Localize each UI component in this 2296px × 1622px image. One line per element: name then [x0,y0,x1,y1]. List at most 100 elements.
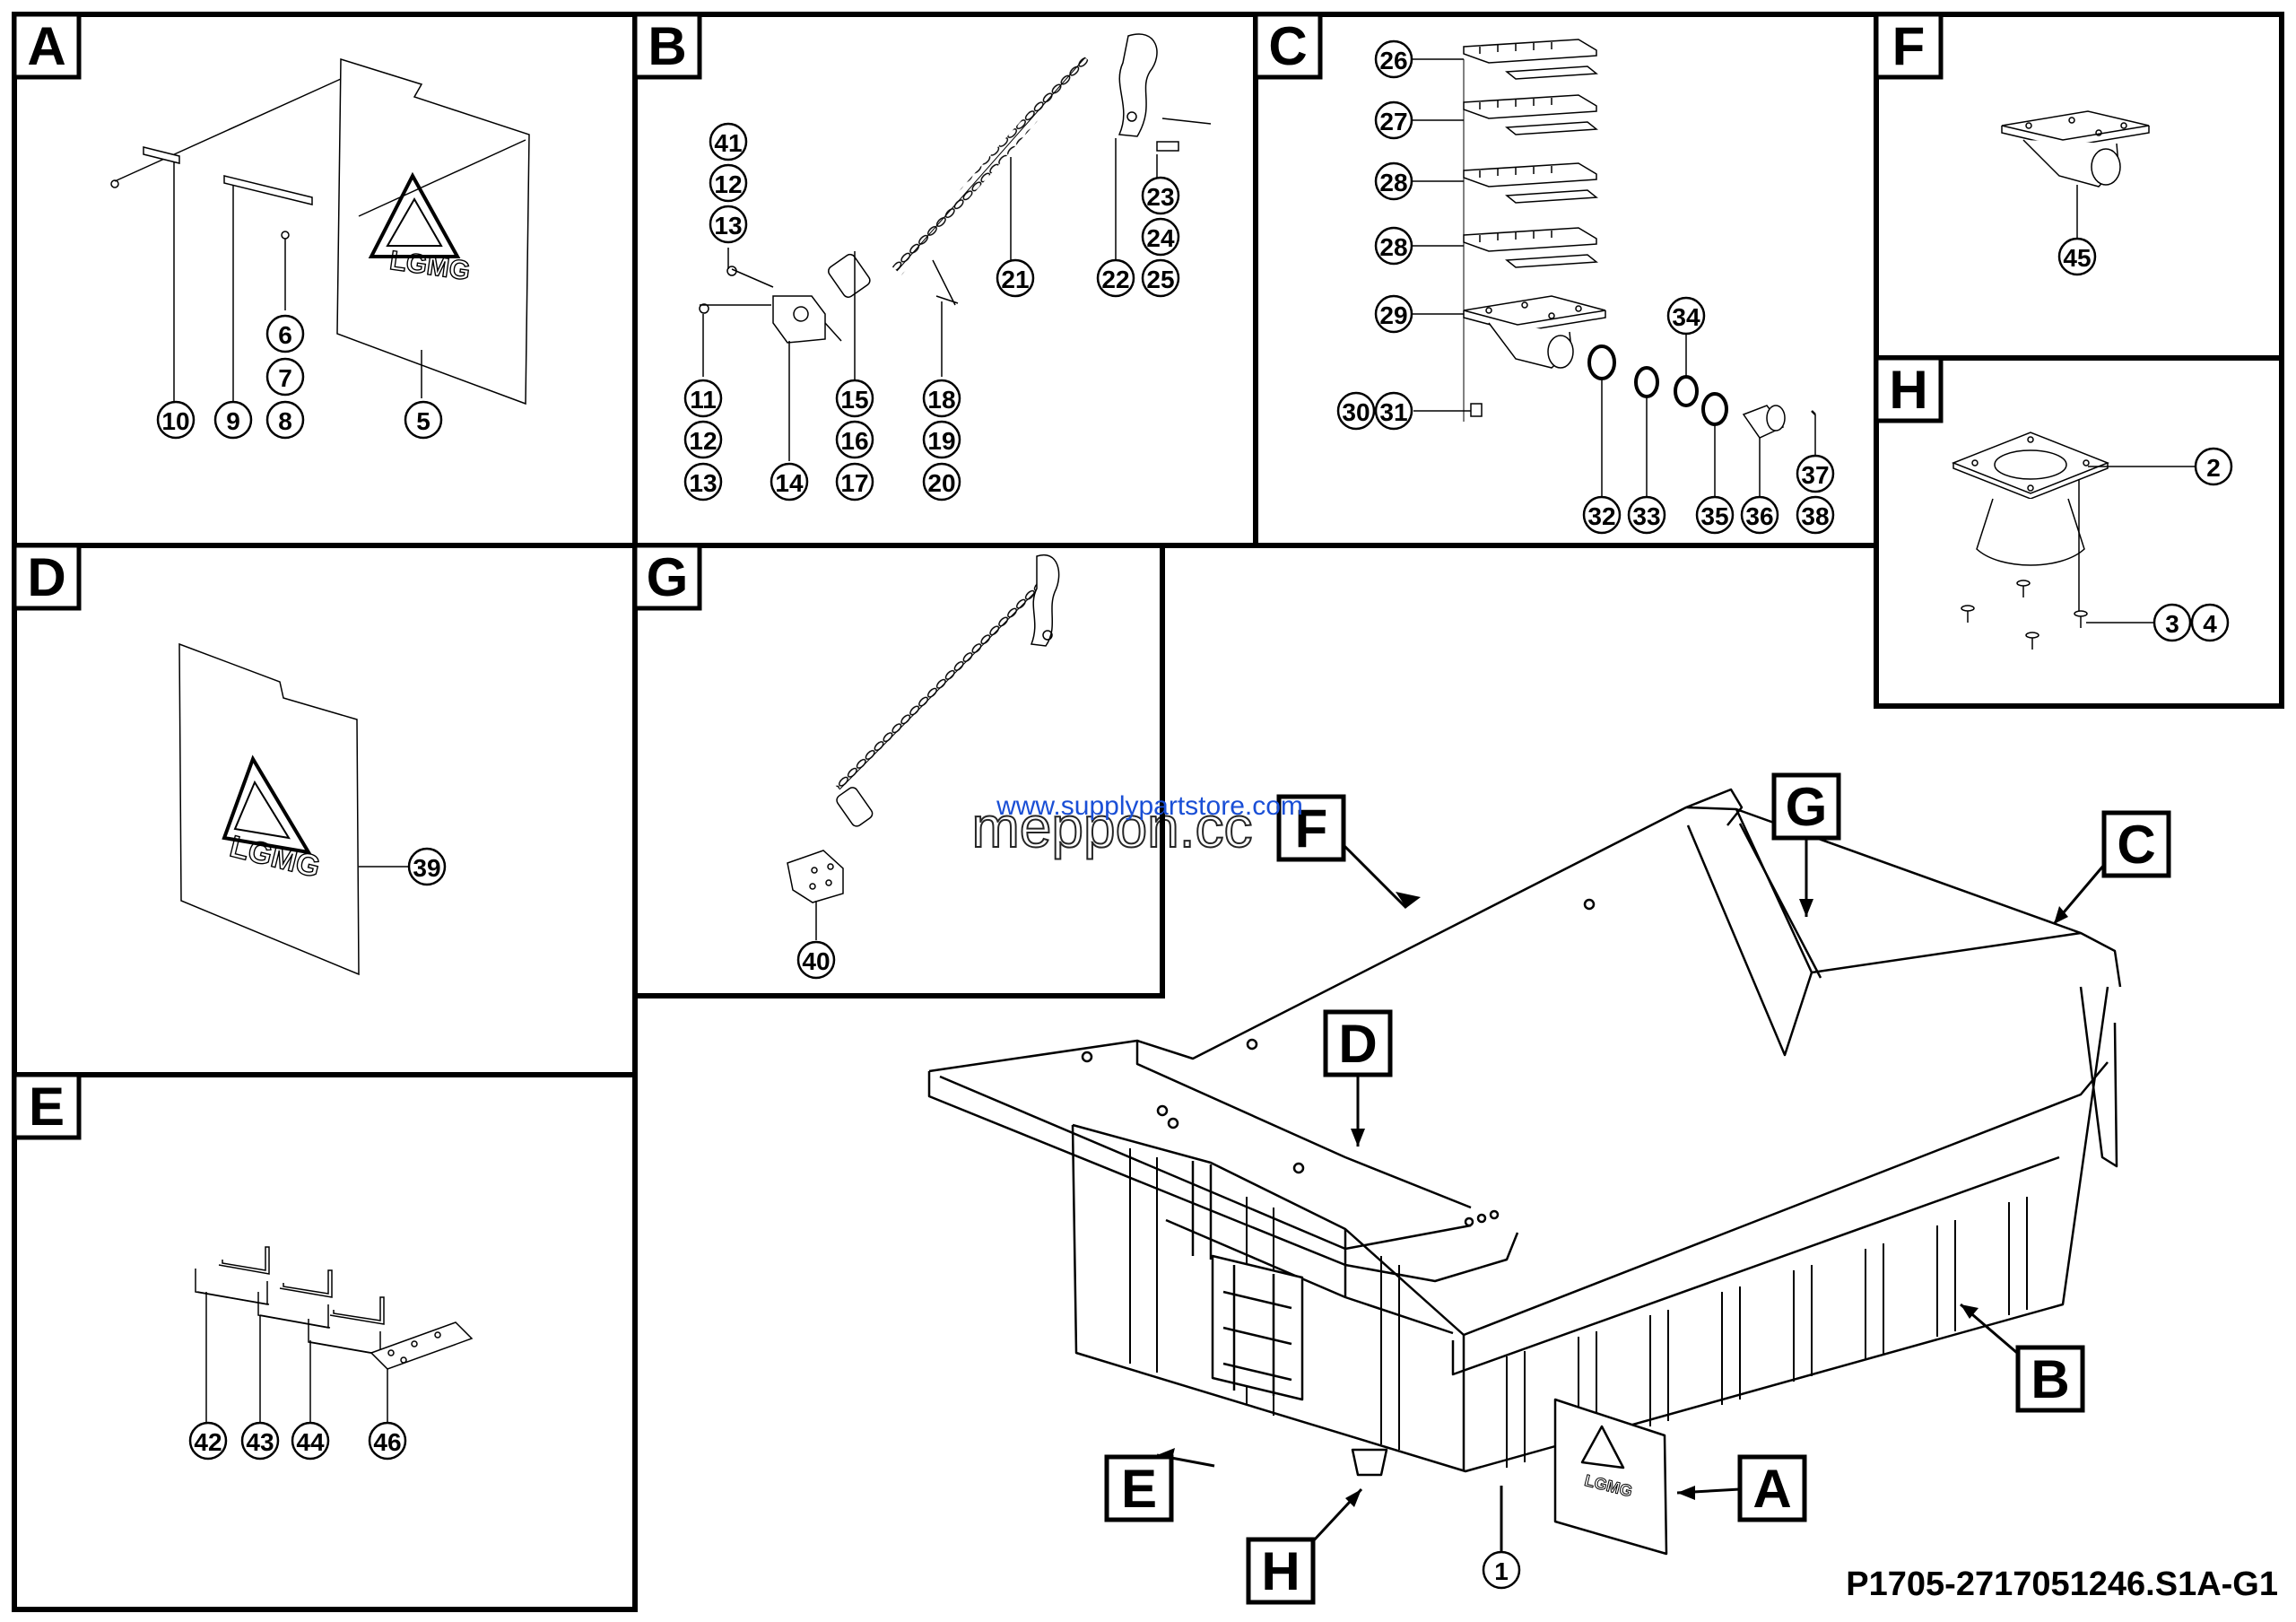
plate-46 [370,1321,474,1370]
svg-text:15: 15 [840,386,868,414]
rear-post [2079,986,2118,1168]
panel-letter-h: H [1889,360,1927,420]
svg-text:27: 27 [1379,108,1407,135]
svg-text:2: 2 [2206,454,2221,482]
svg-text:12: 12 [689,427,717,455]
svg-text:45: 45 [2063,244,2091,272]
svg-text:18: 18 [927,386,955,414]
callout-b-13: 13 [683,462,723,501]
svg-text:26: 26 [1379,47,1407,74]
chain-anchor-plate [772,295,826,344]
panel-letter-d: D [27,547,65,607]
panel-h-callouts: 2 3 4 [2152,447,2233,642]
callout-a-6: 6 [265,314,305,353]
dump-body-drawing: LGMG [927,788,2122,1556]
svg-text:35: 35 [1700,502,1728,530]
rubber-stop [1976,498,2085,566]
svg-text:12: 12 [714,170,742,198]
svg-text:10: 10 [161,407,189,435]
panel-letter-b: B [648,16,686,76]
body-main-outline [1071,986,2109,1473]
mud-flap-on-body [1553,1398,1668,1556]
svg-text:44: 44 [296,1428,325,1456]
callout-e-43: 43 [240,1421,280,1461]
main-label-a: A [1737,1454,1807,1522]
washer-33 [1634,366,1659,398]
panel-d-drawing: LGMG [178,642,409,976]
svg-text:E: E [1121,1459,1157,1519]
callout-b-14: 14 [770,462,809,501]
svg-text:16: 16 [840,427,868,455]
callout-h-2: 2 [2194,447,2233,486]
svg-text:42: 42 [194,1428,222,1456]
main-view-arrowheads [1157,892,2068,1507]
main-label-d: D [1323,1009,1393,1077]
svg-text:5: 5 [416,407,430,435]
svg-text:37: 37 [1801,461,1829,489]
callout-main-1: 1 [1482,1550,1521,1590]
callout-c-27: 27 [1374,100,1413,140]
panel-e-drawing [195,1246,474,1423]
callout-b-22: 22 [1096,258,1135,298]
main-label-e: E [1104,1454,1174,1522]
main-label-f: F [1276,794,1346,862]
panel-frames [12,12,2284,1612]
panel-g-drawing [787,554,1060,940]
callout-a-9: 9 [213,400,253,440]
panel-a-drawing: LGMG [110,57,530,406]
hook-bracket [1118,33,1158,137]
callout-b-11: 11 [683,379,723,418]
lgmg-triangle-logo-d [222,754,312,855]
callout-e-42: 42 [188,1421,228,1461]
callout-a-8: 8 [265,400,305,440]
callout-b-20: 20 [922,462,961,501]
callout-f-45: 45 [2057,237,2097,276]
panel-a-frame [12,12,638,548]
callout-b-24: 24 [1141,217,1180,257]
svg-text:43: 43 [246,1428,274,1456]
callout-b-21: 21 [996,258,1035,298]
svg-text:F: F [1295,798,1328,859]
svg-text:22: 22 [1101,266,1129,293]
callout-b-12-top: 12 [709,163,748,203]
shim-26 [1463,39,1598,80]
svg-text:28: 28 [1379,233,1407,261]
panel-h-frame [1874,355,2284,709]
svg-text:23: 23 [1146,183,1174,211]
callout-a-5: 5 [404,400,443,440]
callout-c-38: 38 [1796,495,1835,535]
callout-g-40: 40 [796,940,836,980]
callout-c-28b: 28 [1374,226,1413,266]
callout-c-30: 30 [1336,391,1376,431]
callout-b-19: 19 [922,420,961,459]
callout-c-33: 33 [1627,495,1666,535]
callout-c-26: 26 [1374,39,1413,79]
callout-c-29: 29 [1374,294,1413,334]
callout-e-46: 46 [368,1421,407,1461]
canopy-front-edge [927,1071,1519,1283]
svg-text:G: G [1786,777,1828,837]
svg-text:17: 17 [840,469,868,497]
svg-text:28: 28 [1379,169,1407,196]
svg-text:A: A [1752,1459,1791,1519]
callout-a-10: 10 [156,400,196,440]
washer-35 [1701,392,1728,426]
callout-c-31: 31 [1374,391,1413,431]
callout-c-28a: 28 [1374,161,1413,201]
callout-b-23: 23 [1141,176,1180,215]
panel-e-callouts: 42 43 44 46 [188,1421,407,1461]
svg-text:13: 13 [689,469,717,497]
svg-text:D: D [1338,1014,1377,1074]
callout-c-37: 37 [1796,454,1835,493]
shim-28b [1463,227,1598,268]
panel-letter-g: G [647,547,689,607]
svg-text:41: 41 [714,129,742,157]
panel-letter-c: C [1268,16,1307,76]
svg-text:4: 4 [2203,610,2217,638]
callout-c-36: 36 [1740,495,1779,535]
svg-text:39: 39 [413,854,440,882]
shim-42 [195,1246,270,1305]
main-label-c: C [2101,810,2171,878]
svg-text:32: 32 [1587,502,1615,530]
